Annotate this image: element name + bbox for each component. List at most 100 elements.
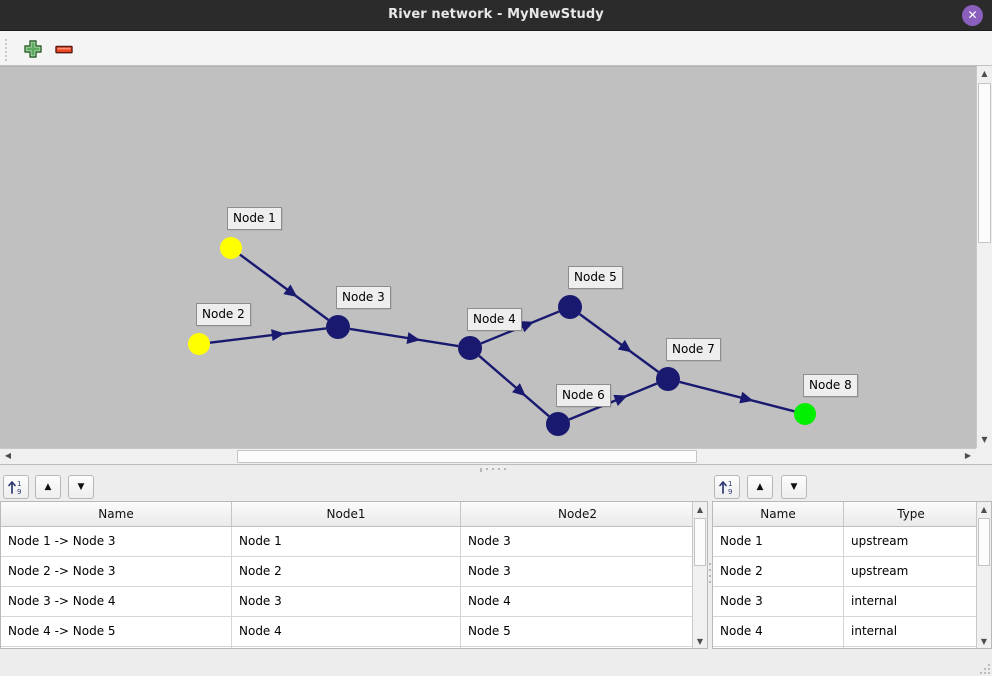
edge-Node3-Node4[interactable] (349, 327, 459, 348)
node-move-down-button[interactable]: ▼ (781, 475, 807, 499)
window-resize-grip[interactable] (978, 662, 990, 674)
triangle-up-icon: ▲ (44, 482, 52, 492)
triangle-down-icon: ▼ (980, 637, 988, 646)
graph-node-node-8[interactable] (794, 403, 816, 425)
scroll-right-button[interactable]: ▶ (960, 449, 976, 464)
node-table-scrollbar[interactable]: ▲ ▼ (976, 502, 991, 648)
node-label-node-3[interactable]: Node 3 (336, 286, 391, 309)
edge-arrow-icon (613, 394, 628, 407)
river-network-graph (188, 237, 816, 436)
canvas-horizontal-scrollbar[interactable]: ◀ ▶ (0, 448, 976, 464)
node-cell: Node 2 (713, 557, 844, 586)
edge-Node7-Node8[interactable] (679, 380, 795, 413)
branch-scroll-thumb[interactable] (694, 518, 706, 566)
edge-Node5-Node7[interactable] (578, 313, 660, 373)
add-node-button[interactable] (21, 37, 45, 61)
graph-node-node-7[interactable] (656, 367, 680, 391)
branch-scroll-down-button[interactable]: ▼ (693, 634, 707, 648)
graph-node-node-1[interactable] (220, 237, 242, 259)
branch-column-header[interactable]: Node1 (232, 502, 461, 526)
graph-node-node-4[interactable] (458, 336, 482, 360)
node-scroll-thumb[interactable] (978, 518, 990, 566)
graph-node-node-3[interactable] (326, 315, 350, 339)
remove-node-button[interactable] (52, 37, 76, 61)
scroll-left-button[interactable]: ◀ (0, 449, 16, 464)
scroll-down-button[interactable]: ▼ (977, 432, 992, 448)
toolbar-grip[interactable] (5, 39, 8, 61)
edge-arrow-icon (739, 391, 754, 404)
minus-icon (55, 45, 73, 54)
svg-text:9: 9 (17, 488, 21, 496)
canvas-vertical-scrollbar[interactable]: ▲ ▼ (976, 66, 992, 448)
node-label-node-7[interactable]: Node 7 (666, 338, 721, 361)
branch-cell: Node 2 (232, 557, 461, 586)
close-button[interactable]: ✕ (962, 5, 983, 26)
branch-cell: Node 3 -> Node 4 (1, 587, 232, 616)
node-column-header[interactable]: Name (713, 502, 844, 526)
node-label-node-4[interactable]: Node 4 (467, 308, 522, 331)
edge-Node6-Node7[interactable] (568, 382, 658, 421)
scroll-up-button[interactable]: ▲ (977, 66, 992, 82)
node-scroll-down-button[interactable]: ▼ (977, 634, 991, 648)
graph-node-node-2[interactable] (188, 333, 210, 355)
edge-Node4-Node6[interactable] (478, 354, 550, 418)
node-label-node-8[interactable]: Node 8 (803, 374, 858, 397)
branch-cell: Node 1 (232, 527, 461, 556)
node-sort-button[interactable]: 1 9 (714, 475, 740, 499)
branch-cell: Node 3 (468, 564, 511, 578)
node-table-row-partial[interactable] (713, 647, 978, 648)
network-canvas[interactable]: Node 1 Node 2 Node 3 Node 4 Node 5 Node 6 Node… (0, 66, 976, 449)
edge-Node2-Node3[interactable] (209, 327, 327, 344)
node-scroll-up-button[interactable]: ▲ (977, 502, 991, 517)
main-toolbar (0, 31, 992, 66)
splitter-grip-dots (480, 468, 512, 472)
branch-cell: Node 4 (468, 594, 511, 608)
graph-node-node-6[interactable] (546, 412, 570, 436)
svg-text:9: 9 (728, 488, 732, 496)
network-canvas-area: Node 1 Node 2 Node 3 Node 4 Node 5 Node 6 Node… (0, 66, 992, 464)
branch-move-down-button[interactable]: ▼ (68, 475, 94, 499)
node-cell (844, 647, 978, 648)
branch-table-scrollbar[interactable]: ▲ ▼ (692, 502, 707, 648)
edge-Node1-Node3[interactable] (239, 253, 330, 321)
sort-icon: 1 9 (8, 480, 21, 496)
node-label-node-2[interactable]: Node 2 (196, 303, 251, 326)
canvas-vscroll-thumb[interactable] (978, 83, 991, 243)
horizontal-splitter[interactable] (0, 464, 992, 473)
vertical-splitter[interactable] (708, 473, 712, 676)
node-cell: internal (851, 624, 898, 638)
branch-column-header[interactable]: Name (1, 502, 232, 526)
node-column-header[interactable]: Type (897, 507, 925, 521)
node-label-node-6[interactable]: Node 6 (556, 384, 611, 407)
node-label-node-5[interactable]: Node 5 (568, 266, 623, 289)
branch-table-row-partial[interactable] (1, 647, 694, 648)
edge-arrow-icon (406, 332, 421, 344)
branch-sort-button[interactable]: 1 9 (3, 475, 29, 499)
node-label-node-1[interactable]: Node 1 (227, 207, 282, 230)
branch-scroll-up-button[interactable]: ▲ (693, 502, 707, 517)
triangle-down-icon: ▼ (981, 435, 988, 444)
node-table-header: Name Type (713, 502, 978, 527)
graph-node-node-5[interactable] (558, 295, 582, 319)
node-move-up-button[interactable]: ▲ (747, 475, 773, 499)
node-cell: Node 3 (713, 587, 844, 616)
canvas-hscroll-thumb[interactable] (237, 450, 697, 463)
branch-cell (461, 647, 694, 648)
branch-move-up-button[interactable]: ▲ (35, 475, 61, 499)
branch-column-header[interactable]: Node2 (558, 507, 597, 521)
